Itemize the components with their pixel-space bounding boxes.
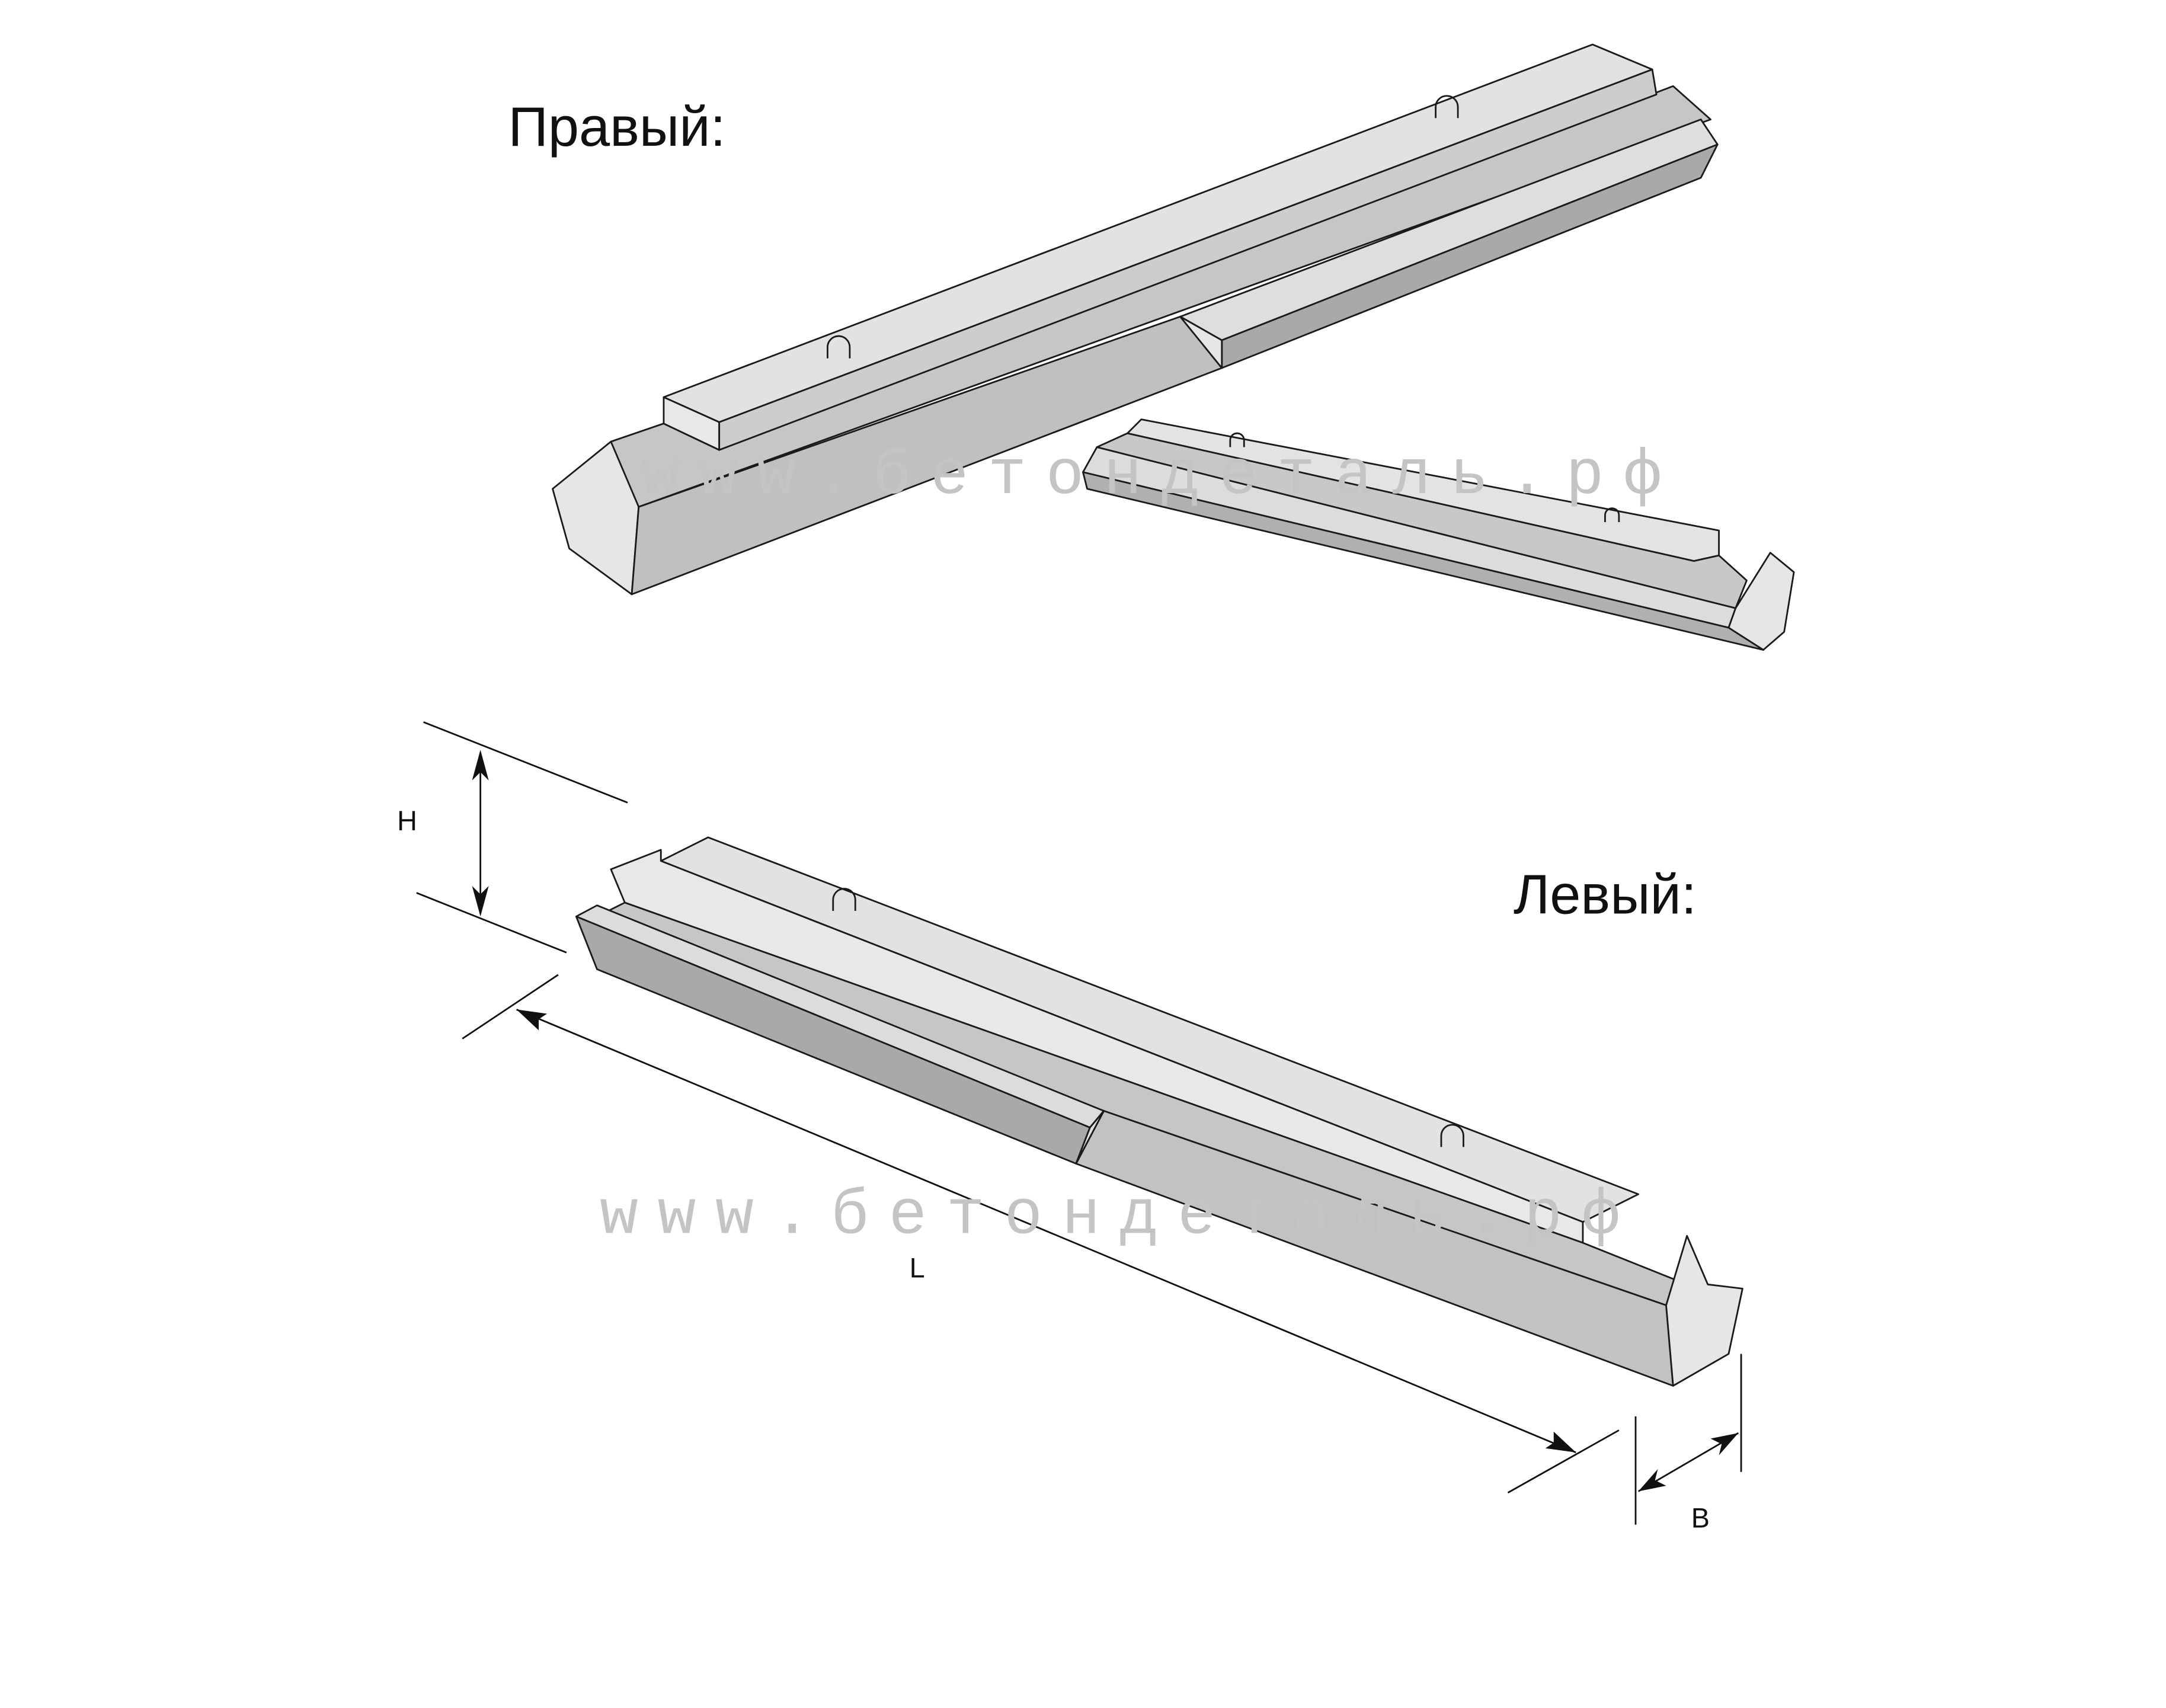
beam-end-face [1665, 1234, 1743, 1387]
watermark-top: www.бетондеталь.рф [641, 440, 1681, 513]
arrow-left-icon [516, 1009, 548, 1031]
beam-end-face [1727, 552, 1795, 651]
label-width: B [1691, 1502, 1710, 1533]
rib-side-face [718, 68, 1658, 451]
arrow-down-icon [472, 885, 489, 917]
lifting-loop-icon [1229, 432, 1245, 447]
arrow-right-icon [1710, 1433, 1739, 1456]
lifting-loop-icon [832, 888, 856, 911]
lifting-loop-icon [1435, 95, 1459, 119]
arrow-up-icon [472, 750, 489, 781]
dimension-height [416, 721, 628, 954]
arrow-left-icon [1638, 1469, 1666, 1492]
label-right: Правый: [508, 95, 726, 158]
dimension-width [1634, 1354, 1742, 1525]
right-beam-small [1082, 418, 1795, 651]
lifting-loop-icon [1604, 507, 1620, 523]
lifting-loop-icon [826, 335, 851, 359]
lifting-loop-icon [1440, 1124, 1464, 1147]
label-left: Левый: [1514, 863, 1697, 926]
label-length: L [910, 1253, 925, 1284]
ledge-end-face [1179, 315, 1223, 369]
arrow-right-icon [1545, 1431, 1576, 1453]
ledge-end-face [1075, 1110, 1105, 1165]
dimension-length [462, 974, 1620, 1493]
label-height: H [397, 805, 417, 836]
left-beam [575, 836, 1743, 1387]
watermark-bottom: www.бетондеталь.рф [600, 1181, 1639, 1253]
right-beam-large [552, 43, 1719, 596]
